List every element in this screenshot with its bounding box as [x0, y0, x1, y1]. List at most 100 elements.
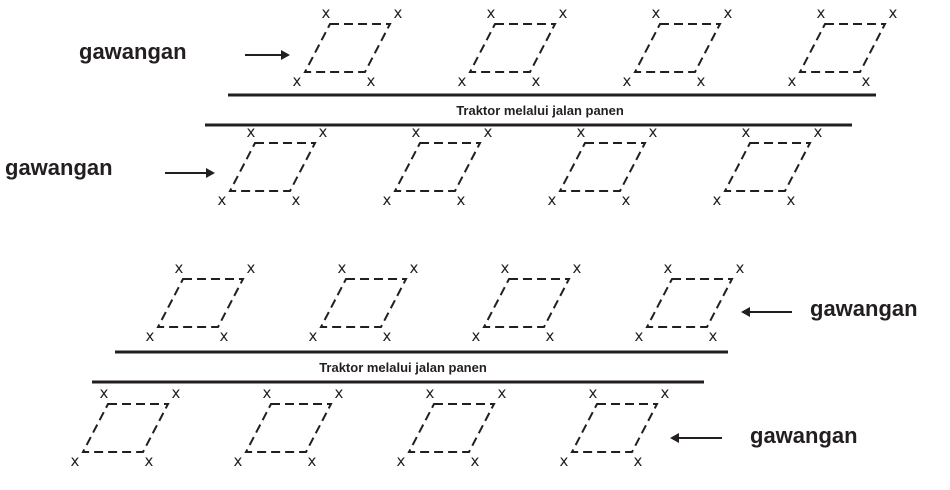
tree-marker: x: [814, 123, 823, 141]
tree-marker: x: [788, 72, 797, 90]
plot-outline: [723, 142, 812, 192]
plot-outline: [482, 278, 571, 328]
tree-marker: x: [501, 259, 510, 277]
plot-outline: [228, 142, 317, 192]
plot-outline: [244, 403, 333, 453]
road-label-1: Traktor melalui jalan panen: [456, 103, 624, 118]
plot-outline: [303, 23, 392, 73]
tree-marker: x: [649, 123, 658, 141]
arrow-right-icon: [245, 50, 290, 60]
arrow-right-icon: [165, 168, 215, 178]
tree-marker: x: [889, 4, 898, 22]
tree-marker: x: [234, 452, 243, 470]
gawangan-label-1: gawangan: [79, 39, 187, 64]
tree-marker: x: [471, 452, 480, 470]
tree-marker: x: [532, 72, 541, 90]
tree-marker: x: [394, 4, 403, 22]
tree-marker: x: [736, 259, 745, 277]
tree-marker: x: [293, 72, 302, 90]
plot-1-2: x x x x: [458, 4, 568, 90]
tree-marker: x: [263, 384, 272, 402]
tree-marker: x: [247, 259, 256, 277]
tree-marker: x: [218, 191, 227, 209]
tree-marker: x: [559, 4, 568, 22]
tree-marker: x: [472, 327, 481, 345]
tree-marker: x: [100, 384, 109, 402]
plot-outline: [798, 23, 887, 73]
plot-outline: [570, 403, 659, 453]
tree-marker: x: [697, 72, 706, 90]
tree-marker: x: [635, 327, 644, 345]
plot-outline: [319, 278, 408, 328]
tree-marker: x: [397, 452, 406, 470]
tree-marker: x: [560, 452, 569, 470]
tree-marker: x: [175, 259, 184, 277]
plot-outline: [645, 278, 734, 328]
plot-outline: [393, 142, 482, 192]
tree-marker: x: [623, 72, 632, 90]
tree-marker: x: [367, 72, 376, 90]
plot-2-2: x x x x: [383, 123, 493, 209]
plot-2-1: x x x x: [218, 123, 328, 209]
plot-outline: [468, 23, 557, 73]
tree-marker: x: [634, 452, 643, 470]
tree-marker: x: [172, 384, 181, 402]
tree-marker: x: [335, 384, 344, 402]
gawangan-label-4: gawangan: [750, 423, 858, 448]
tree-marker: x: [410, 259, 419, 277]
gawangan-label-3: gawangan: [810, 296, 918, 321]
tree-marker: x: [458, 72, 467, 90]
tree-marker: x: [713, 191, 722, 209]
tree-marker: x: [573, 259, 582, 277]
tree-marker: x: [787, 191, 796, 209]
tree-marker: x: [383, 191, 392, 209]
tree-marker: x: [383, 327, 392, 345]
arrow-left-icon: [670, 433, 722, 443]
tree-marker: x: [247, 123, 256, 141]
gawangan-label-2: gawangan: [5, 155, 113, 180]
tree-marker: x: [589, 384, 598, 402]
tree-marker: x: [577, 123, 586, 141]
tree-marker: x: [71, 452, 80, 470]
tree-marker: x: [817, 4, 826, 22]
tree-marker: x: [309, 327, 318, 345]
arrow-left-icon: [741, 307, 792, 317]
tree-marker: x: [742, 123, 751, 141]
plot-2-4: x x x x: [713, 123, 823, 209]
tree-marker: x: [412, 123, 421, 141]
tree-marker: x: [487, 4, 496, 22]
tree-marker: x: [457, 191, 466, 209]
plot-outline: [156, 278, 245, 328]
tree-marker: x: [484, 123, 493, 141]
plot-4-4: x x x x: [560, 384, 670, 470]
plot-outline: [558, 142, 647, 192]
tree-marker: x: [724, 4, 733, 22]
tree-marker: x: [709, 327, 718, 345]
tree-marker: x: [146, 327, 155, 345]
plot-outline: [81, 403, 170, 453]
plot-3-2: x x x x: [309, 259, 419, 345]
tree-marker: x: [548, 191, 557, 209]
plot-1-1: x x x x: [293, 4, 403, 90]
plot-outline: [633, 23, 722, 73]
plot-3-1: x x x x: [146, 259, 256, 345]
tree-marker: x: [322, 4, 331, 22]
tree-marker: x: [319, 123, 328, 141]
tree-marker: x: [220, 327, 229, 345]
tree-marker: x: [292, 191, 301, 209]
tree-marker: x: [652, 4, 661, 22]
road-label-2: Traktor melalui jalan panen: [319, 360, 487, 375]
tree-marker: x: [338, 259, 347, 277]
plot-1-3: x x x x: [623, 4, 733, 90]
tree-marker: x: [661, 384, 670, 402]
